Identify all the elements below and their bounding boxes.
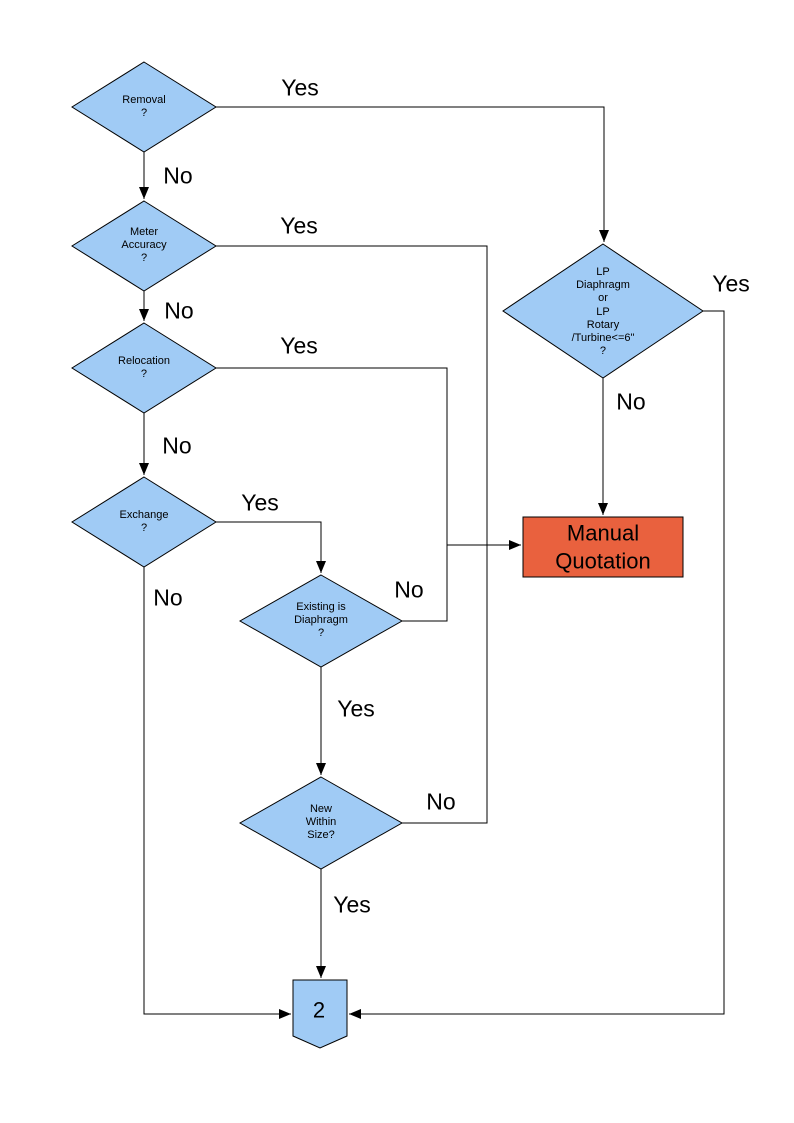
node-label-manual-quotation: Manual Quotation (555, 520, 651, 574)
edge-lp-yes (349, 310, 725, 1019)
decision-meter-accuracy (71, 200, 217, 292)
edge-exchange-no (143, 567, 291, 1019)
edge-label-exchange-yes: Yes (241, 489, 279, 516)
edge-new-no (402, 545, 488, 824)
edge-label-meter-yes: Yes (280, 212, 318, 239)
edge-label-removal-yes: Yes (281, 74, 319, 101)
edge-label-new-no: No (426, 788, 456, 815)
edge-exchange-yes (216, 521, 326, 573)
node-label-exchange: Exchange ? (119, 508, 169, 534)
decision-relocation (71, 322, 217, 414)
edge-label-relocation-no: No (162, 432, 192, 459)
node-label-connector-2: 2 (312, 997, 326, 1023)
node-label-relocation: Relocation ? (118, 354, 170, 380)
edge-label-new-yes: Yes (333, 891, 371, 918)
decision-exchange (71, 476, 217, 568)
edge-label-lp-no: No (616, 388, 646, 415)
edge-label-existing-no: No (394, 576, 424, 603)
decision-lp-meter-type (502, 243, 704, 379)
decision-new-within-size (238, 776, 404, 870)
edge-label-lp-yes: Yes (712, 270, 750, 297)
edge-label-relocation-yes: Yes (280, 332, 318, 359)
edge-removal-yes (216, 106, 609, 242)
node-label-meter-accuracy: Meter Accuracy ? (121, 226, 167, 265)
connector-2-shape (292, 979, 348, 1049)
edge-label-meter-no: No (164, 297, 194, 324)
edge-relocation-yes (216, 367, 448, 545)
edge-label-exchange-no: No (153, 584, 183, 611)
decision-removal (71, 61, 217, 153)
node-label-existing-diaphragm: Existing is Diaphragm ? (294, 601, 348, 640)
node-label-lp-meter-type: LP Diaphragm or LP Rotary /Turbine<=6" ? (571, 265, 635, 357)
node-label-new-within-size: New Within Size? (305, 803, 337, 842)
process-manual-quotation (522, 516, 684, 578)
edge-label-existing-yes: Yes (337, 695, 375, 722)
edge-existing-no (402, 545, 448, 622)
node-label-removal: Removal ? (122, 93, 166, 119)
edge-label-removal-no: No (163, 162, 193, 189)
edge-meter-yes (216, 245, 488, 545)
decision-existing-diaphragm (238, 574, 404, 668)
